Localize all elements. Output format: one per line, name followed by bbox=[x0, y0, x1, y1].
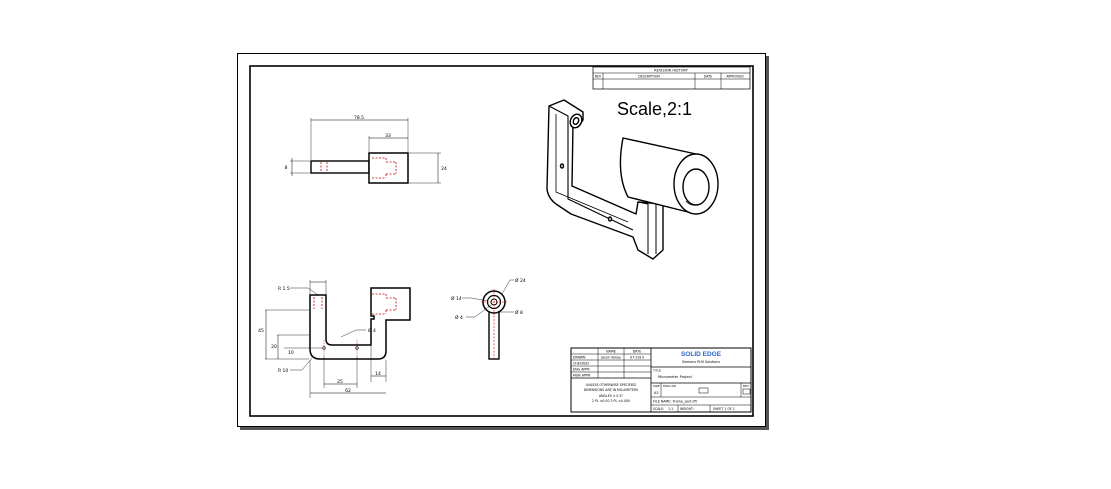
scale-note: Scale,2:1 bbox=[617, 99, 692, 119]
row-drawn-label: DRAWN bbox=[573, 356, 586, 360]
project-title: Micrometer Project bbox=[658, 375, 693, 379]
front-view: R 1.5 45 20 10 R 10 14 25 62 Ø 4 bbox=[258, 280, 411, 398]
dim-side-dia8: Ø 8 bbox=[515, 309, 523, 316]
note-line-1: UNLESS OTHERWISE SPECIFIED bbox=[586, 383, 637, 387]
weight-label: WEIGHT: bbox=[680, 407, 694, 411]
title-block: NAME DATE DRAWN Jason Vaney 07-2014 CHEC… bbox=[570, 347, 752, 413]
dim-front-r15: R 1.5 bbox=[278, 286, 290, 292]
note-line-2: DIMENSIONS ARE IN MILLIMETERS bbox=[584, 388, 638, 392]
note-line-3: ANGLES ± 0.5° bbox=[599, 394, 624, 398]
dim-side-dia24: Ø 24 bbox=[515, 277, 526, 284]
rev-box bbox=[742, 388, 751, 395]
dwg-no-box bbox=[698, 387, 709, 394]
name-col-header: NAME bbox=[606, 350, 616, 354]
date-col-header: DATE bbox=[704, 75, 712, 79]
approved-col-header: APPROVED bbox=[726, 75, 744, 79]
dim-front-w62: 62 bbox=[345, 388, 351, 394]
note-line-4: 2 PL ±0.00 3 PL ±0.000 bbox=[592, 399, 630, 403]
row-checked-label: CHECKED bbox=[573, 362, 589, 366]
top-view: 78.5 33 8 24 bbox=[285, 115, 447, 184]
dim-top-total: 78.5 bbox=[354, 115, 364, 121]
title-label: TITLE bbox=[652, 369, 661, 373]
dim-front-h10: 10 bbox=[288, 350, 294, 356]
scale-label: SCALE: bbox=[653, 407, 664, 411]
drawing-sheet: REVISION HISTORY REV DESCRIPTION DATE AP… bbox=[237, 53, 766, 427]
row-mgr-appr-label: MGR APPR bbox=[573, 374, 591, 378]
dim-top-right-h: 24 bbox=[441, 166, 447, 172]
revision-history-table: REVISION HISTORY REV DESCRIPTION DATE AP… bbox=[592, 66, 751, 90]
dim-front-dia4: Ø 4 bbox=[368, 327, 376, 334]
dwg-no-label: DWG NO bbox=[663, 384, 677, 388]
solid-edge-brand: SOLID EDGE bbox=[681, 351, 722, 358]
dim-side-dia4: Ø 4 bbox=[455, 314, 463, 321]
drawn-date: 07-2014 bbox=[630, 356, 644, 360]
dim-top-left-h: 8 bbox=[285, 165, 288, 171]
dim-side-dia14: Ø 14 bbox=[451, 295, 462, 302]
scale-value: 1:1 bbox=[668, 407, 673, 411]
side-view: Ø 24 Ø 14 Ø 4 Ø 8 bbox=[451, 277, 526, 360]
drawing-border bbox=[249, 65, 754, 417]
date-col-header-tb: DATE bbox=[633, 350, 642, 354]
file-name: FILE NAME: Frame_part.dft bbox=[653, 400, 698, 404]
row-eng-appr-label: ENG APPR bbox=[573, 368, 590, 372]
dim-front-w14: 14 bbox=[375, 371, 381, 377]
brand-subtitle: Siemens PLM Solutions bbox=[682, 360, 720, 364]
drawing-canvas: REVISION HISTORY REV DESCRIPTION DATE AP… bbox=[249, 65, 754, 417]
dim-front-h20: 20 bbox=[271, 344, 277, 350]
revision-history-title: REVISION HISTORY bbox=[654, 69, 689, 73]
dim-front-r10: R 10 bbox=[278, 368, 288, 374]
rev-col-header: REV bbox=[595, 75, 602, 79]
size-value: A3 bbox=[654, 391, 658, 395]
dim-top-block: 33 bbox=[385, 133, 391, 139]
sheet-number: SHEET 1 OF 1 bbox=[713, 407, 735, 411]
description-col-header: DESCRIPTION bbox=[638, 75, 660, 79]
rev-label: REV bbox=[743, 384, 750, 388]
size-label: SIZE bbox=[653, 384, 660, 388]
isometric-view bbox=[546, 99, 719, 260]
dim-front-w25: 25 bbox=[337, 379, 343, 385]
dim-front-h45: 45 bbox=[258, 328, 264, 334]
drawn-by-name: Jason Vaney bbox=[600, 356, 621, 360]
